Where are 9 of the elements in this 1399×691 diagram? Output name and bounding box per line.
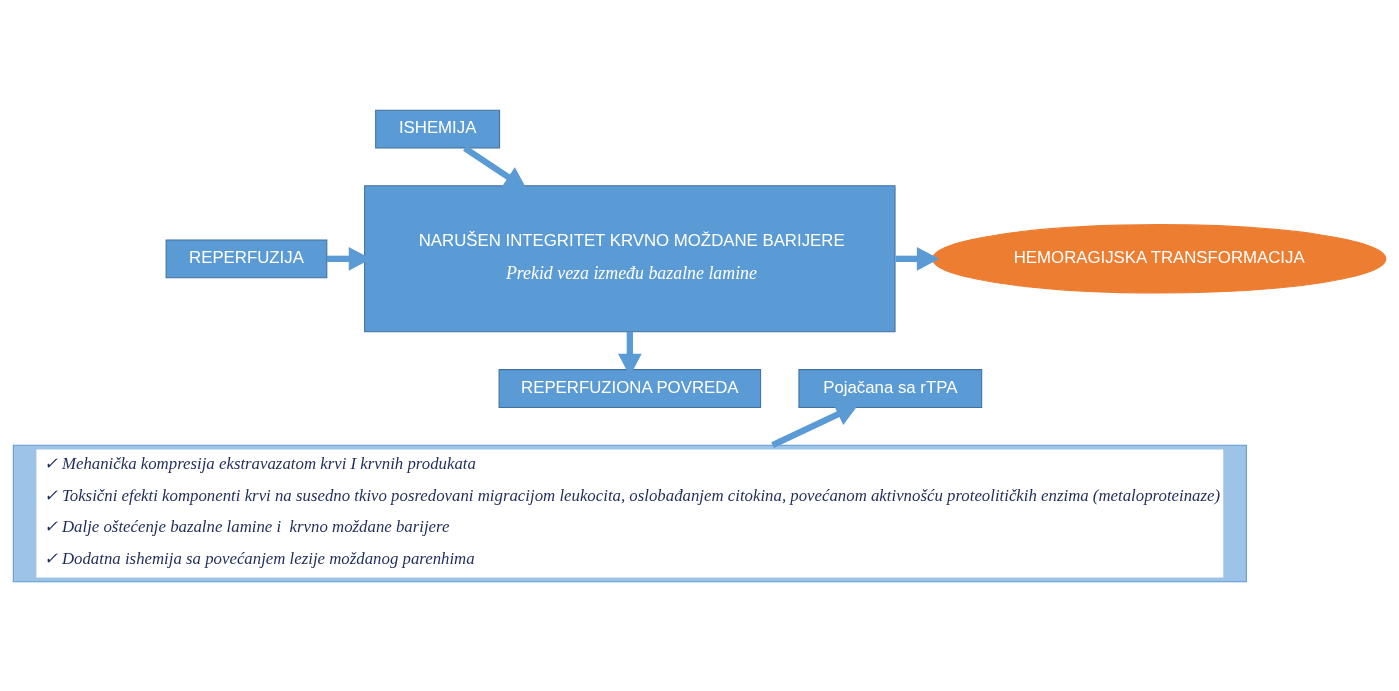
node-box: REPERFUZIONA POVREDA [498,368,762,408]
arrow [463,145,528,189]
node-box: REPERFUZIJA [165,238,328,278]
arrow [895,246,940,271]
node-box: NARUŠEN INTEGRITET KRVNO MOŽDANE BARIJERE Prekid veza između bazalne lamine [364,184,896,332]
node-box: ✓ Mehanička kompresija ekstravazatom krvi I krvnih produkata ✓ Toksični efekti komponenti krvi na susedno tkivo posredovani migracijom leukocita, oslobađanjem citokina, povećanom aktivnošću proteolitičkih enzima (metaloproteinaze) ✓ Dalje oštećenje bazalne lamine i krvno moždane barijere ✓ Dodatna ishemija sa povećanjem lezije moždanog parenhima [12,444,1247,582]
node-box: ISHEMIJA [375,109,501,149]
node-ellipse: HEMORAGIJSKA TRANSFORMACIJA [931,223,1387,294]
node-box: Pojačana sa rTPA [798,368,983,408]
